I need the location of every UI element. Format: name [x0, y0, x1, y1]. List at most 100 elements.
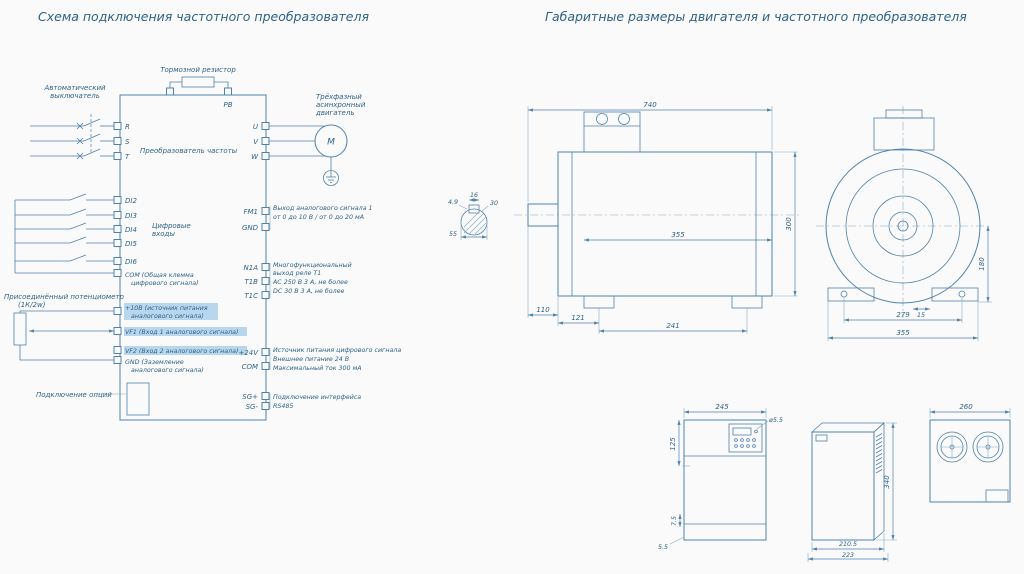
- converter-rear-body: [929, 419, 1011, 503]
- circuit-breaker: Автоматический выключатель: [30, 84, 114, 160]
- dim-conv-depth: 223: [842, 552, 854, 559]
- digital-inputs: [14, 193, 114, 274]
- motor-label-3: двигатель: [315, 109, 354, 117]
- dim-motor-height: 300: [785, 217, 793, 231]
- terminal-n1a-label: N1A: [244, 264, 259, 272]
- digital-inputs-label-1: Цифровые: [152, 222, 191, 230]
- potentiometer: Присоединённый потенциометр (1К/2w): [4, 293, 125, 361]
- motor-label-2: асинхронный: [316, 101, 366, 109]
- terminal-di3-label: DI3: [125, 212, 137, 220]
- relay-note-2: выход реле Т1: [273, 270, 321, 277]
- front-foot-left: [827, 287, 875, 302]
- power-supply-note: Источник питания цифрового сигнала Внешн…: [269, 347, 401, 372]
- rs485-note-2: RS485: [273, 403, 293, 410]
- brake-resistor: Тормозной резистор PB: [160, 66, 236, 109]
- motor-front-view: 180 15 279 355: [816, 106, 992, 341]
- brake-resistor-label: Тормозной резистор: [160, 66, 236, 74]
- right-title: Габаритные размеры двигателя и частотног…: [545, 9, 967, 24]
- option-slot: [126, 382, 150, 416]
- analog-output-note: Выход аналогового сигнала 1 от 0 до 10 В…: [269, 205, 373, 230]
- terminal-v-label: V: [253, 138, 259, 146]
- side-connector: [815, 434, 828, 442]
- terminal-10v-note-1: +10В (источник питания: [125, 305, 208, 312]
- converter-rear-view: 260: [929, 403, 1011, 503]
- highlight-vf1: [124, 327, 247, 336]
- dim-shaft-diameter: 55: [449, 231, 457, 238]
- terminal-u-label: U: [253, 123, 258, 131]
- terminal-w-label: W: [251, 153, 259, 161]
- dim-foot-spacing: 241: [666, 322, 679, 330]
- converter-side-view: 340 210.5 223: [807, 422, 897, 562]
- motor-foot-left: [583, 295, 615, 309]
- terminal-com-out-label: COM: [242, 363, 258, 371]
- left-terminals: [113, 122, 122, 364]
- power-note-2: Внешнее питание 24 В: [273, 356, 349, 363]
- terminal-gnd-note-2: аналогового сигнала): [131, 367, 204, 374]
- motor-body: [557, 151, 773, 297]
- terminal-di6-label: DI6: [125, 258, 137, 266]
- relay-note-1: Многофункциональный: [273, 262, 352, 269]
- relay-note-3: AC 250 В 3 А, не более: [272, 278, 348, 286]
- dim-foot-offset: 121: [571, 314, 584, 322]
- keypad-display: [732, 427, 752, 436]
- dim-shaft-d30: 30: [490, 200, 498, 207]
- dim-rear-width: 260: [959, 403, 973, 411]
- breaker-label-2: выключатель: [50, 92, 100, 100]
- terminal-gnd-out-label: GND: [242, 224, 259, 232]
- terminal-di5-label: DI5: [125, 240, 137, 248]
- dim-conv-75: 7.5: [671, 516, 678, 526]
- terminal-t1c-label: T1C: [244, 292, 258, 300]
- motor-foot-right: [731, 295, 763, 309]
- fan-left: [936, 431, 968, 463]
- dim-conv-2105: 210.5: [839, 541, 857, 548]
- terminal-box-front: [873, 117, 935, 151]
- dim-conv-125: 125: [669, 437, 677, 451]
- converter-front-view: 245 ø5.5 125 7.5 5.5: [658, 403, 783, 551]
- dim-conv-width: 245: [715, 403, 729, 411]
- terminal-box-side: [583, 111, 641, 153]
- rear-terminal-block: [985, 489, 1009, 503]
- terminal-gnd-note-1: GND (Заземление: [125, 359, 184, 366]
- shaft-detail: 16 4.9 30 55: [448, 192, 498, 240]
- com-note-2: цифрового сигнала): [131, 280, 199, 287]
- terminal-pb-label: PB: [223, 101, 232, 109]
- motor-circuit: М Трёхфазный асинхронный двигатель: [269, 93, 366, 186]
- dim-shaft-length: 110: [536, 306, 550, 314]
- terminal-box-cap: [885, 109, 923, 119]
- fan-right: [972, 431, 1004, 463]
- terminal-t1b-label: T1B: [244, 278, 258, 286]
- terminal-sg-minus-label: SG-: [246, 403, 259, 411]
- terminal-di4-label: DI4: [125, 226, 137, 234]
- dim-conv-height: 340: [883, 475, 891, 489]
- wiring-schematic: Преобразователь частоты Автоматический в…: [4, 66, 401, 421]
- options-label: Подключение опций: [36, 391, 112, 399]
- rs485-note: Подключение интерфейса RS485: [269, 393, 361, 410]
- digital-inputs-label-2: входы: [152, 230, 175, 238]
- converter-side-body: [811, 431, 875, 541]
- terminal-fm1-label: FM1: [243, 208, 258, 216]
- rs485-note-1: Подключение интерфейса: [273, 394, 361, 401]
- terminal-t-label: T: [125, 153, 130, 161]
- dim-axis-height: 180: [978, 257, 986, 271]
- ground-icon: [323, 170, 339, 186]
- brake-resistor-symbol: [181, 76, 215, 88]
- terminal-24v-label: +24V: [238, 349, 259, 357]
- dim-key-width: 16: [470, 192, 478, 199]
- highlight-vf2: [124, 346, 247, 355]
- potentiometer-symbol: [13, 312, 27, 346]
- left-title: Схема подключения частотного преобразова…: [38, 9, 369, 24]
- converter-label: Преобразователь частоты: [140, 147, 238, 155]
- dim-conv-55: 5.5: [658, 544, 668, 551]
- dim-hole-spacing: 279: [896, 311, 910, 319]
- terminal-vf2-note: VF2 (Вход 2 аналогового сигнала): [125, 348, 238, 355]
- terminal-10v-note-2: аналогового сигнала): [131, 313, 204, 320]
- relay-note-4: DC 30 В 3 А, не более: [273, 287, 345, 295]
- motor-label-1: Трёхфазный: [316, 93, 362, 101]
- relay-output-note: Многофункциональный выход реле Т1 AC 250…: [269, 262, 352, 298]
- option-module: Подключение опций: [36, 382, 150, 416]
- shaft-key: [468, 204, 480, 214]
- keypad-panel: [728, 423, 763, 453]
- breaker-label-1: Автоматический: [43, 84, 106, 92]
